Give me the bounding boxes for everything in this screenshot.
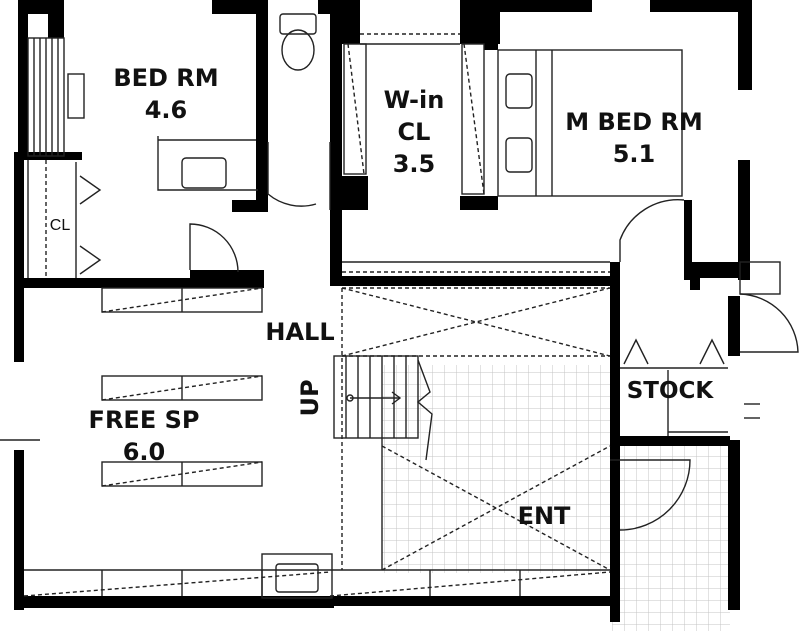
free-sp-size: 6.0 [123, 438, 166, 466]
walkin-cl-size: 3.5 [393, 150, 436, 178]
fixtures [0, 13, 799, 599]
entrance-tile-floor [382, 365, 730, 631]
stock-name: STOCK [627, 378, 715, 404]
entrance-name: ENT [518, 502, 571, 530]
closet-name: CL [50, 217, 71, 234]
bed-rm-name: BED RM [113, 64, 218, 92]
walkin-cl-line1: W-in [384, 86, 445, 114]
stair-up-label: UP [296, 379, 324, 416]
room-labels: BED RM 4.6 W-in CL 3.5 M BED RM 5.1 CL H… [50, 64, 715, 530]
walkin-cl-line2: CL [398, 118, 431, 146]
m-bed-rm-name: M BED RM [565, 108, 703, 136]
bed-rm-size: 4.6 [145, 96, 188, 124]
free-sp-name: FREE SP [89, 406, 200, 434]
m-bed-rm-size: 5.1 [613, 140, 656, 168]
hall-name: HALL [265, 318, 334, 346]
walls [14, 0, 752, 622]
